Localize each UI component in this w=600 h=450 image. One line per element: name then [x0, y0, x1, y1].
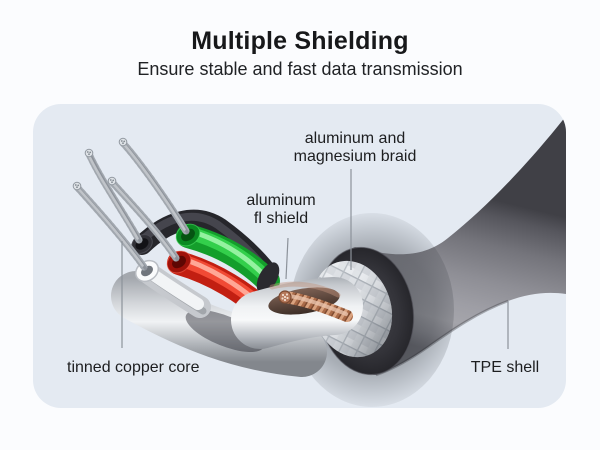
callout-shell-label: TPE shell — [470, 359, 540, 376]
copper-strand-white — [73, 183, 148, 271]
black-wire-cut-end — [256, 262, 280, 294]
callout-core-label: tinned copper core — [67, 359, 200, 376]
copper-core — [278, 290, 353, 322]
leader-foil — [285, 237, 289, 280]
shield-bundle-underside — [111, 271, 327, 377]
callout-braid-label: aluminum and magnesium braid — [293, 130, 417, 165]
copper-strand-red — [108, 178, 180, 262]
copper-strand-black — [85, 150, 143, 244]
copper-strand-green — [119, 139, 190, 235]
foil-inner-reflection — [269, 281, 341, 298]
callout-foil-label: aluminum fl shield — [246, 192, 316, 227]
page-subtitle: Ensure stable and fast data transmission — [137, 59, 463, 79]
copper-strands — [73, 139, 190, 271]
page-title: Multiple Shielding — [191, 27, 409, 55]
leader-lines — [121, 169, 509, 349]
strand-tips — [72, 137, 128, 191]
strand-tip-dots — [74, 140, 126, 189]
